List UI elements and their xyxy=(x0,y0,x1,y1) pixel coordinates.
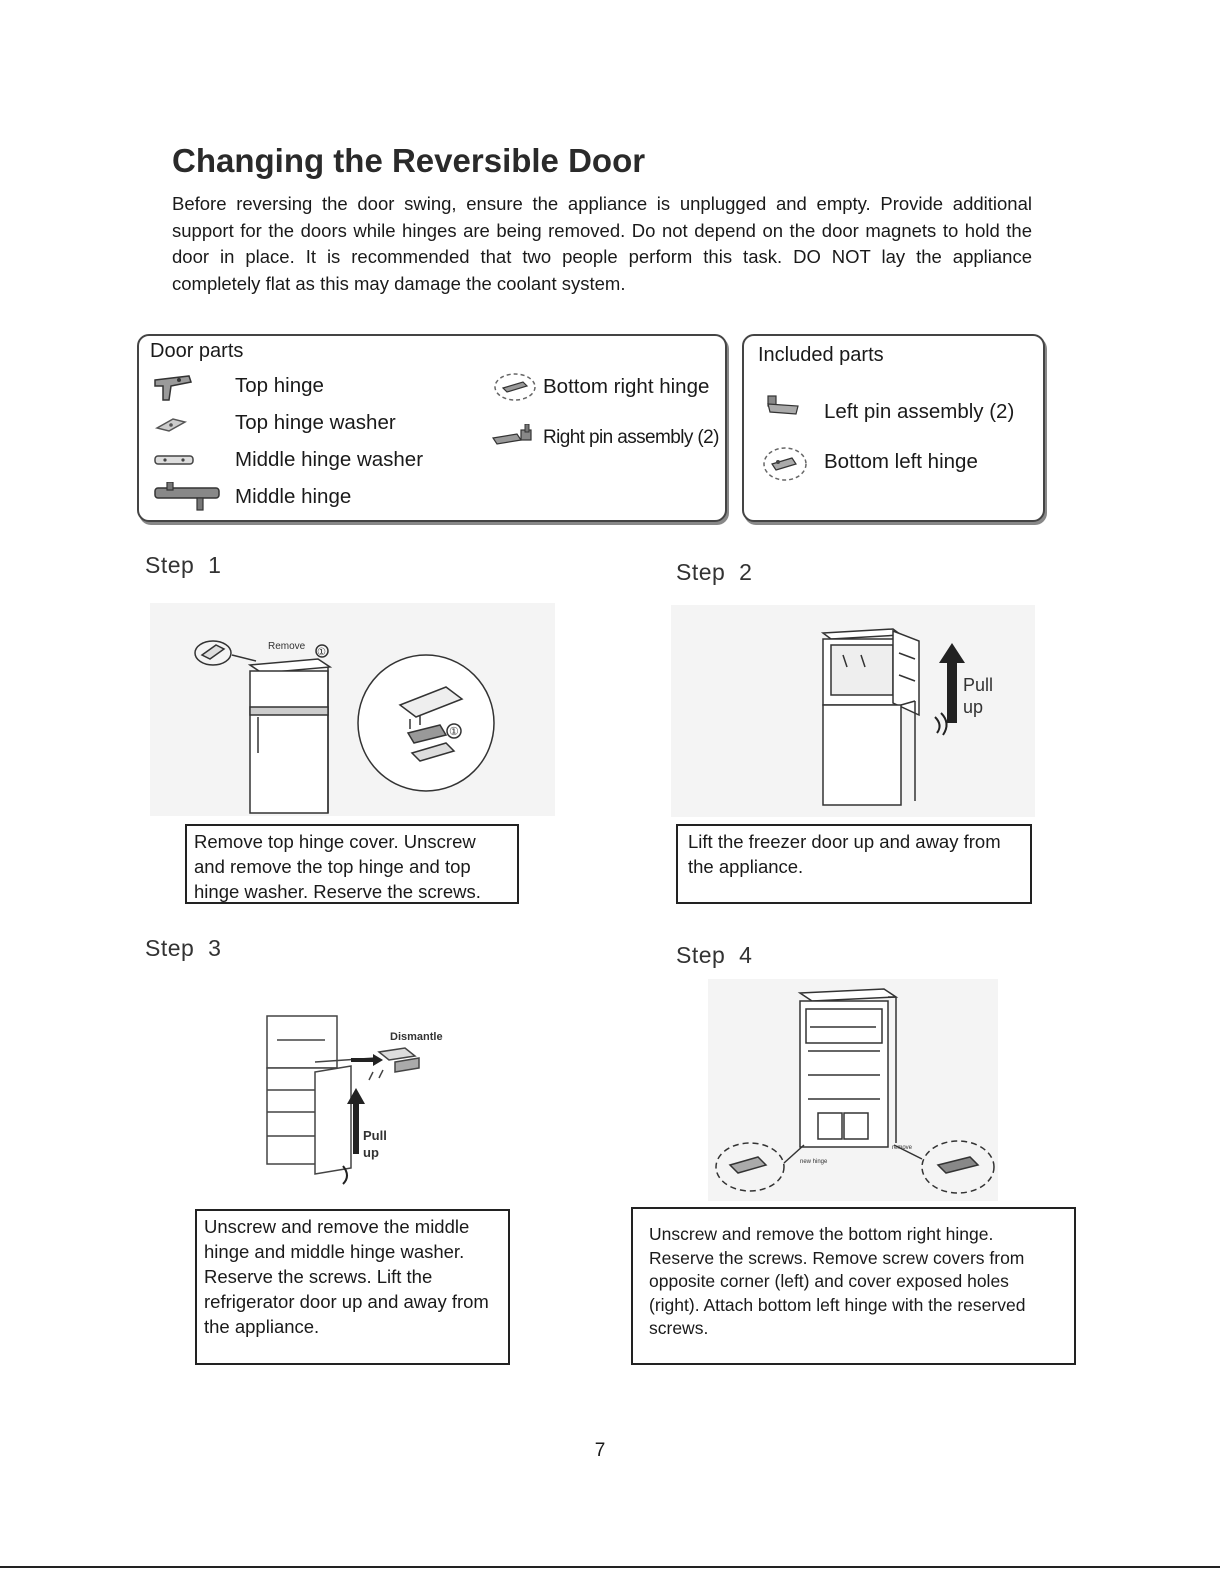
middle-hinge-washer-icon xyxy=(154,455,194,465)
part-label-top-hinge-washer: Top hinge washer xyxy=(235,411,396,434)
page-number: 7 xyxy=(594,1440,606,1461)
step-2-label: Step 2 xyxy=(676,559,753,585)
step-3-illustration: Dismantle Pull up xyxy=(255,1000,475,1190)
step-3-dismantle-label: Dismantle xyxy=(390,1031,443,1043)
step-1-label: Step 1 xyxy=(145,552,222,578)
step-3-up-label: up xyxy=(363,1145,379,1160)
top-hinge-icon xyxy=(154,375,192,401)
top-hinge-washer-icon xyxy=(154,418,188,432)
part-label-left-pin-assembly: Left pin assembly (2) xyxy=(824,400,1015,423)
part-label-top-hinge: Top hinge xyxy=(235,374,324,397)
part-label-bottom-left-hinge: Bottom left hinge xyxy=(824,450,978,473)
included-parts-title: Included parts xyxy=(758,344,884,366)
step-3-pull-label: Pull xyxy=(363,1128,387,1143)
step-4-new-hinge-label: new hinge xyxy=(800,1159,828,1165)
step-4-remove-label: remove xyxy=(892,1145,913,1151)
included-parts-panel: Included parts Left pin assembly (2) Bot… xyxy=(742,334,1045,522)
step-2-up-label: up xyxy=(963,697,983,717)
step-4-caption: Unscrew and remove the bottom right hing… xyxy=(631,1207,1076,1365)
intro-paragraph: Before reversing the door swing, ensure … xyxy=(172,193,1032,294)
door-parts-title: Door parts xyxy=(150,340,244,362)
step-3-label: Step 3 xyxy=(145,935,222,961)
part-label-bottom-right-hinge: Bottom right hinge xyxy=(543,375,710,398)
page-title: Changing the Reversible Door xyxy=(172,142,646,179)
step-1-illustration: Remove ① ① xyxy=(150,603,555,816)
left-pin-assembly-icon xyxy=(767,395,799,415)
step-2-caption: Lift the freezer door up and away from t… xyxy=(676,824,1032,904)
step-1-caption: Remove top hinge cover. Unscrew and remo… xyxy=(185,824,519,904)
step-2-illustration: Pull up xyxy=(671,605,1035,817)
part-label-right-pin-assembly: Right pin assembly (2) xyxy=(543,427,719,448)
step-2-pull-label: Pull xyxy=(963,675,993,695)
step-4-label: Step 4 xyxy=(676,942,753,968)
right-pin-assembly-icon xyxy=(491,424,532,445)
step-1-callout-2: ① xyxy=(449,726,459,738)
step-1-remove-label: Remove xyxy=(268,641,306,652)
part-label-middle-hinge: Middle hinge xyxy=(235,485,352,508)
step-1-callout-1: ① xyxy=(317,647,326,658)
footer-rule xyxy=(0,1566,1220,1568)
step-3-caption: Unscrew and remove the middle hinge and … xyxy=(195,1209,510,1365)
bottom-left-hinge-icon xyxy=(763,447,807,481)
part-label-middle-hinge-washer: Middle hinge washer xyxy=(235,448,424,471)
bottom-right-hinge-icon xyxy=(494,373,536,401)
door-parts-panel: Door parts Top hinge Top hinge washer Mi… xyxy=(137,334,727,522)
middle-hinge-icon xyxy=(154,482,220,511)
step-4-illustration: new hinge remove xyxy=(708,979,998,1201)
